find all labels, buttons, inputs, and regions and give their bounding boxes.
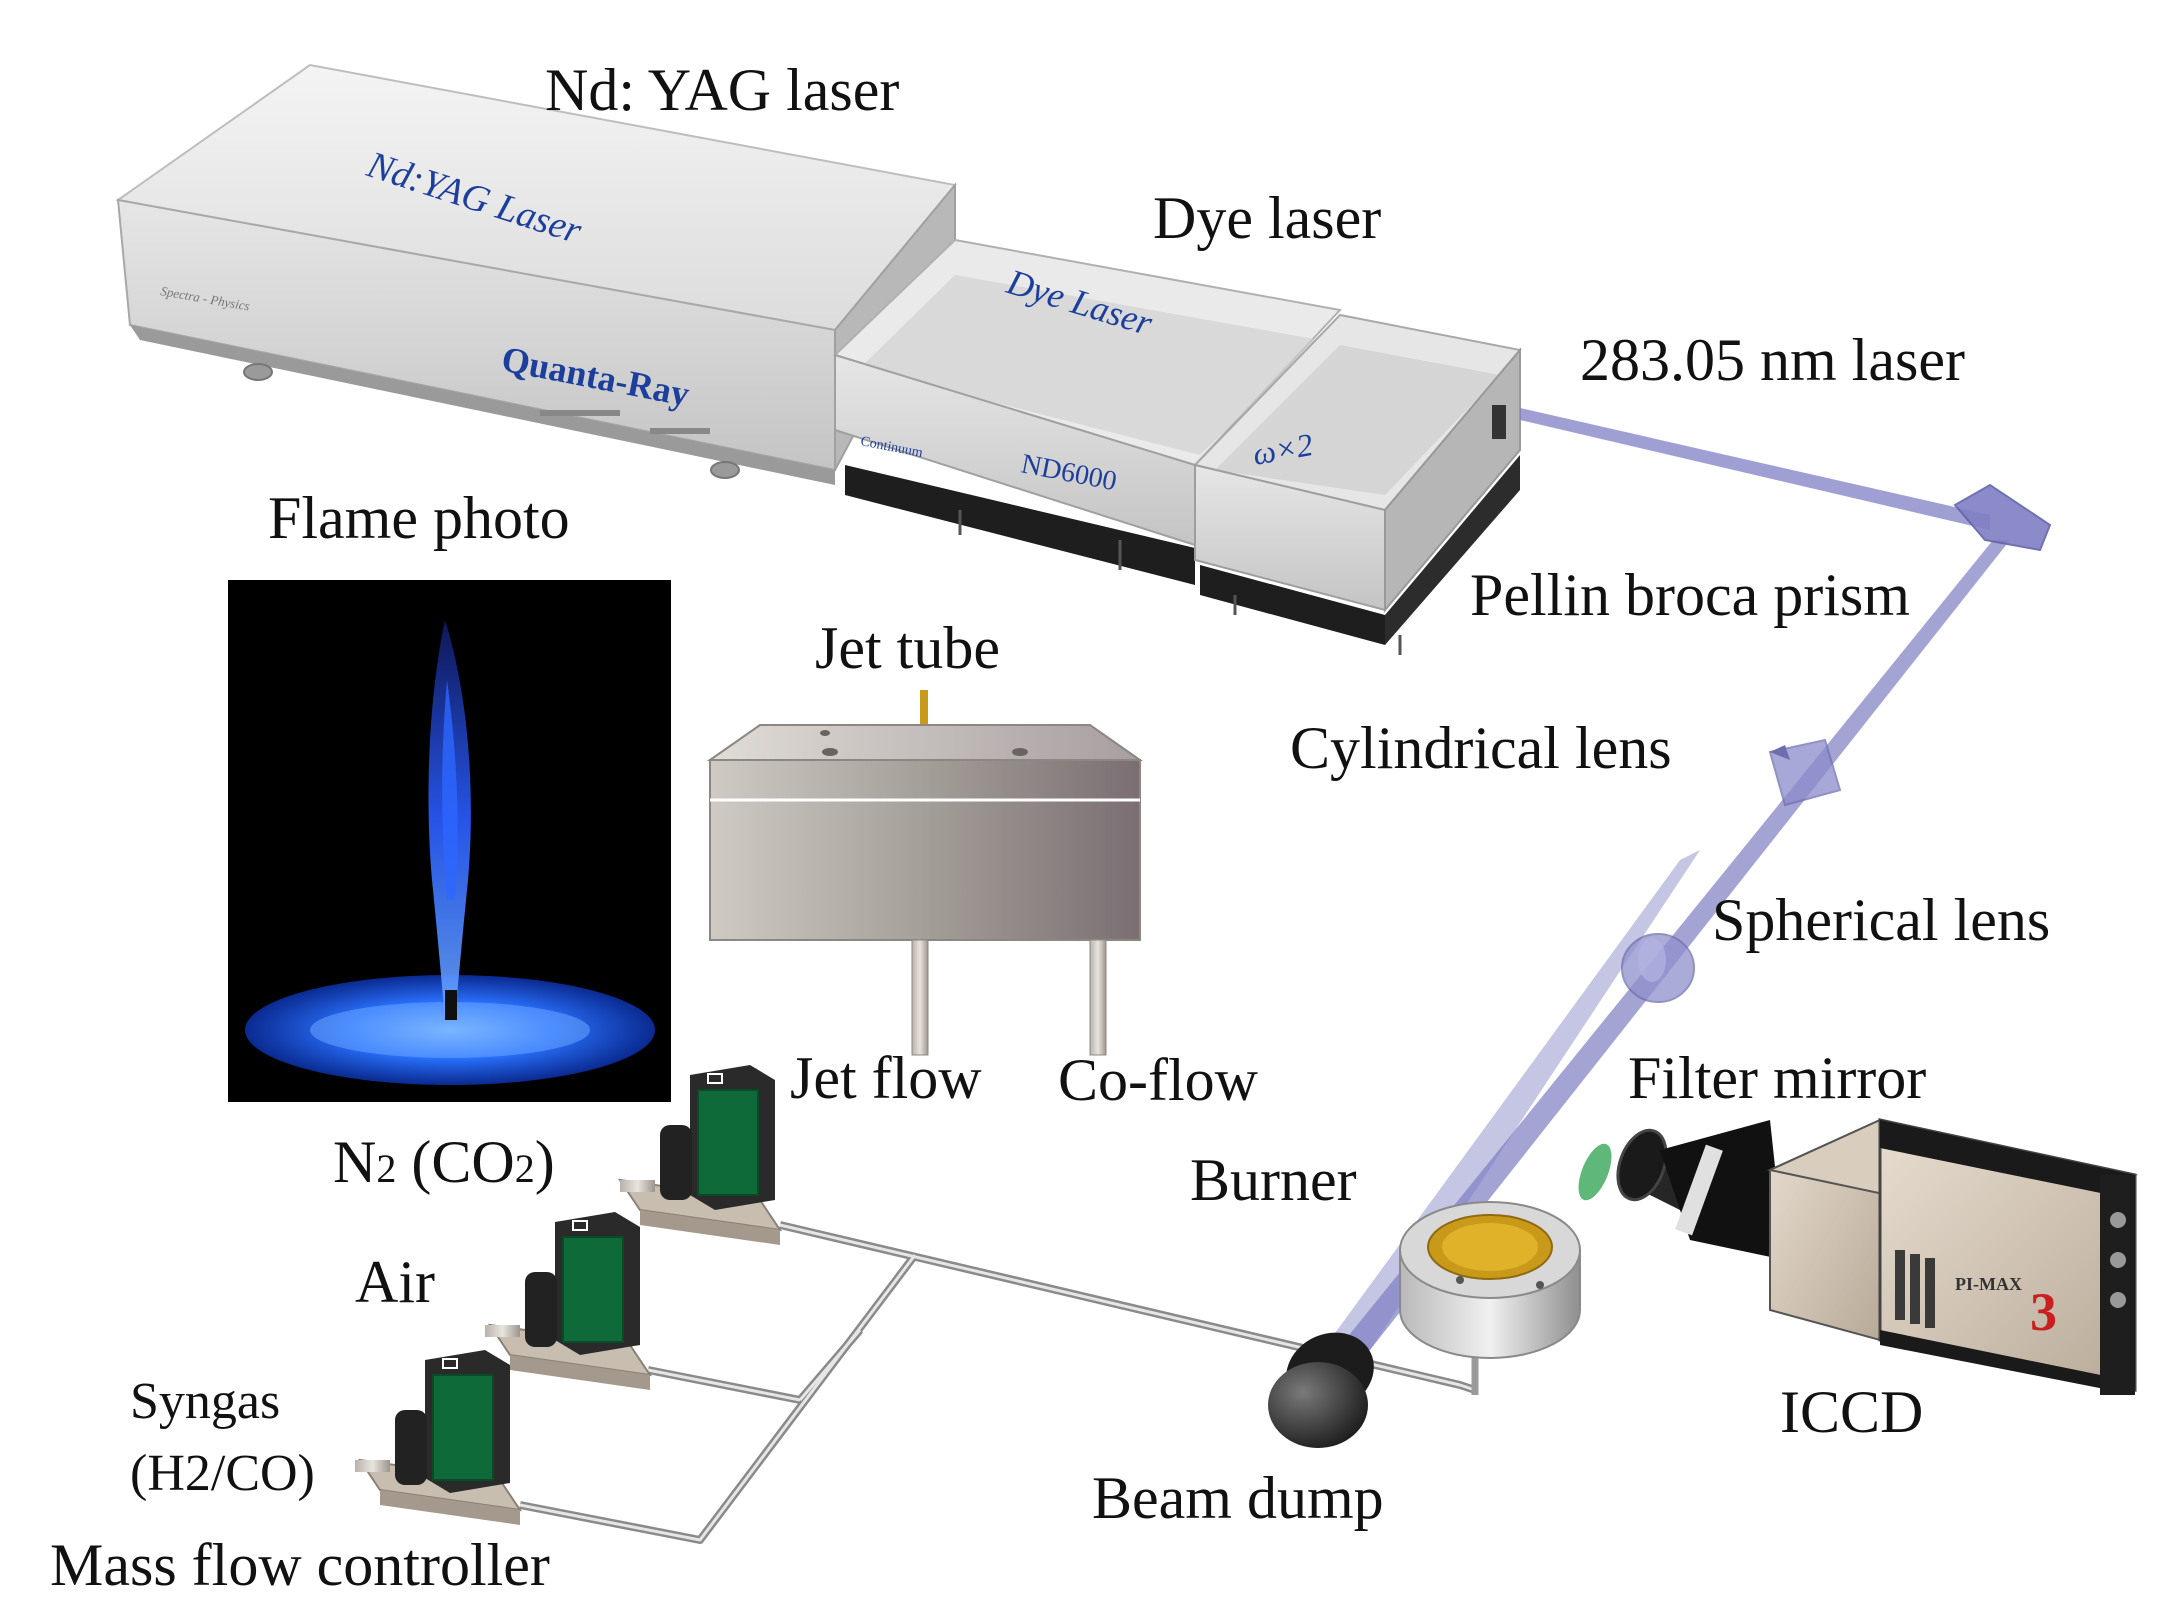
label-n2-sub2: 2: [515, 1146, 535, 1191]
iccd-camera: PI-MAX 3: [1616, 1118, 2139, 1395]
camera-model-number: 3: [2030, 1282, 2057, 1342]
mfc-syngas: [355, 1350, 523, 1525]
flame-photo: [228, 580, 671, 1102]
jet-burner-cutaway: [706, 690, 1144, 1056]
gas-supply-pipes-highlight: [519, 1223, 1476, 1542]
spherical-lens: [1621, 933, 1695, 1003]
label-spherical-lens: Spherical lens: [1712, 887, 2050, 953]
camera-model-text: PI-MAX: [1955, 1274, 2022, 1294]
cylindrical-lens: [1768, 738, 1842, 807]
label-n2-end: ): [535, 1129, 555, 1195]
frequency-doubler-device: ω×2: [1193, 313, 1522, 655]
label-jet-flow: Jet flow: [790, 1045, 982, 1111]
label-syngas: Syngas: [130, 1373, 280, 1430]
label-n2-mid: (CO: [396, 1129, 514, 1195]
label-filter-mirror: Filter mirror: [1628, 1045, 1926, 1111]
label-n2-sub1: 2: [376, 1146, 396, 1191]
mfc-air: [485, 1212, 653, 1390]
burner-device: [1399, 1201, 1581, 1359]
diagram-labels: Nd: YAG laser Dye laser 283.05 nm laser …: [50, 57, 2050, 1598]
label-n2-n: N: [333, 1129, 376, 1195]
label-cylindrical-lens: Cylindrical lens: [1290, 715, 1672, 781]
label-flame-photo: Flame photo: [268, 485, 570, 551]
beam-dump-device: [1268, 1332, 1374, 1448]
camera-grille: [1895, 1250, 1935, 1328]
label-beam-dump: Beam dump: [1092, 1465, 1384, 1531]
dye-laser-device: Dye Laser ND6000 Continuum: [833, 238, 1342, 585]
label-syngas-composition: (H2/CO): [130, 1445, 315, 1502]
filter-mirror: [1578, 1143, 1612, 1201]
label-mass-flow-controller: Mass flow controller: [50, 1532, 550, 1598]
label-dye-laser: Dye laser: [1153, 185, 1381, 251]
nd-yag-laser-device: Nd:YAG Laser Quanta-Ray Spectra - Physic…: [115, 63, 957, 485]
label-n2-co2: N2 (CO2): [333, 1129, 555, 1195]
label-pellin-broca-prism: Pellin broca prism: [1470, 562, 1910, 628]
label-nd-yag-laser: Nd: YAG laser: [545, 57, 899, 123]
label-laser-wavelength: 283.05 nm laser: [1580, 327, 1965, 393]
label-burner: Burner: [1190, 1147, 1357, 1213]
label-air: Air: [355, 1249, 435, 1315]
label-jet-tube: Jet tube: [815, 615, 1000, 681]
label-iccd: ICCD: [1780, 1379, 1923, 1445]
mfc-n2: [617, 1065, 783, 1245]
pellin-broca-prism: [1953, 483, 2052, 552]
label-co-flow: Co-flow: [1058, 1047, 1259, 1113]
